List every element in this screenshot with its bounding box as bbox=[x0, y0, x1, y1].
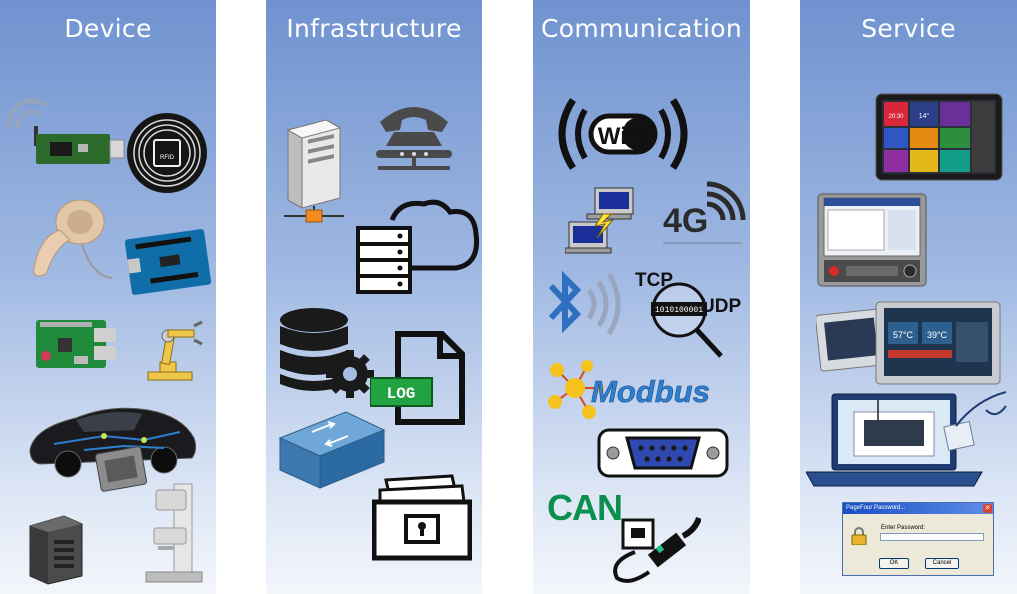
svg-text:39°C: 39°C bbox=[927, 330, 948, 340]
database-gear-icon bbox=[278, 306, 380, 398]
network-switch-icon bbox=[276, 408, 388, 492]
password-dialog: PageFour Password... ✕ Enter Password: O… bbox=[842, 502, 994, 576]
rfid-usb-dongle-icon bbox=[6, 96, 126, 176]
infrastructure-title: Infrastructure bbox=[286, 14, 462, 43]
touch-panel-icon: 20:30 14° bbox=[874, 92, 1004, 184]
service-title: Service bbox=[861, 14, 956, 43]
ethernet-cable-icon bbox=[609, 512, 701, 586]
tcp-udp-magnifier-icon: TCP UDP 1010100001 bbox=[633, 264, 749, 362]
svg-text:WiFi: WiFi bbox=[598, 123, 648, 150]
hearing-aid-icon bbox=[22, 196, 114, 286]
cloud-server-icon bbox=[356, 198, 480, 296]
password-label: Enter Password: bbox=[881, 525, 926, 531]
communication-column: Communication WiFi 4G bbox=[533, 0, 750, 594]
password-input[interactable] bbox=[880, 533, 984, 541]
svg-text:LOG: LOG bbox=[387, 385, 416, 403]
robot-arm-icon bbox=[138, 318, 204, 384]
log-file-icon: LOG bbox=[370, 330, 466, 426]
svg-text:14°: 14° bbox=[919, 112, 930, 120]
ok-button[interactable]: OK bbox=[879, 558, 909, 569]
medical-xray-icon bbox=[138, 480, 210, 586]
hmi-panels-icon: 57°C 39°C bbox=[816, 298, 1004, 388]
close-button[interactable]: ✕ bbox=[983, 504, 992, 513]
svg-text:RFID: RFID bbox=[160, 155, 175, 161]
infrastructure-column: Infrastructure bbox=[266, 0, 482, 594]
can-icon: CAN bbox=[545, 486, 631, 526]
device-title: Device bbox=[64, 14, 152, 43]
modbus-icon: Modbus bbox=[547, 358, 739, 422]
voip-phone-icon bbox=[372, 96, 456, 176]
serial-link-icon bbox=[565, 186, 637, 256]
lock-icon bbox=[851, 527, 867, 547]
server-cabinet-icon bbox=[24, 512, 86, 586]
svg-text:Modbus: Modbus bbox=[591, 374, 710, 409]
dialog-title: PageFour Password... bbox=[846, 505, 906, 511]
cancel-button[interactable]: Cancel bbox=[925, 558, 959, 569]
arduino-board-icon bbox=[124, 226, 212, 296]
bluetooth-icon bbox=[545, 264, 625, 344]
file-cabinet-icon bbox=[372, 472, 472, 562]
rfid-tag-icon: RFID bbox=[126, 112, 208, 194]
4g-icon: 4G bbox=[661, 176, 747, 252]
svg-text:UDP: UDP bbox=[701, 296, 741, 317]
laptop-icon bbox=[806, 390, 1014, 490]
db9-connector-icon bbox=[597, 428, 729, 478]
svg-text:CAN: CAN bbox=[547, 487, 622, 526]
svg-text:TCP: TCP bbox=[635, 270, 673, 291]
cnc-control-icon bbox=[816, 192, 928, 288]
server-tower-icon bbox=[278, 116, 352, 226]
communication-title: Communication bbox=[541, 14, 742, 43]
svg-text:57°C: 57°C bbox=[893, 330, 914, 340]
svg-text:4G: 4G bbox=[663, 202, 708, 240]
svg-text:1010100001: 1010100001 bbox=[655, 306, 703, 315]
wifi-icon: WiFi bbox=[555, 94, 691, 174]
device-column: Device RFID bbox=[0, 0, 216, 594]
service-column: Service 20:30 14° bbox=[800, 0, 1017, 594]
car-ecu-icon bbox=[24, 388, 200, 498]
raspberry-pi-icon bbox=[34, 316, 120, 372]
dialog-titlebar: PageFour Password... ✕ bbox=[843, 503, 993, 514]
svg-text:20:30: 20:30 bbox=[888, 114, 904, 120]
